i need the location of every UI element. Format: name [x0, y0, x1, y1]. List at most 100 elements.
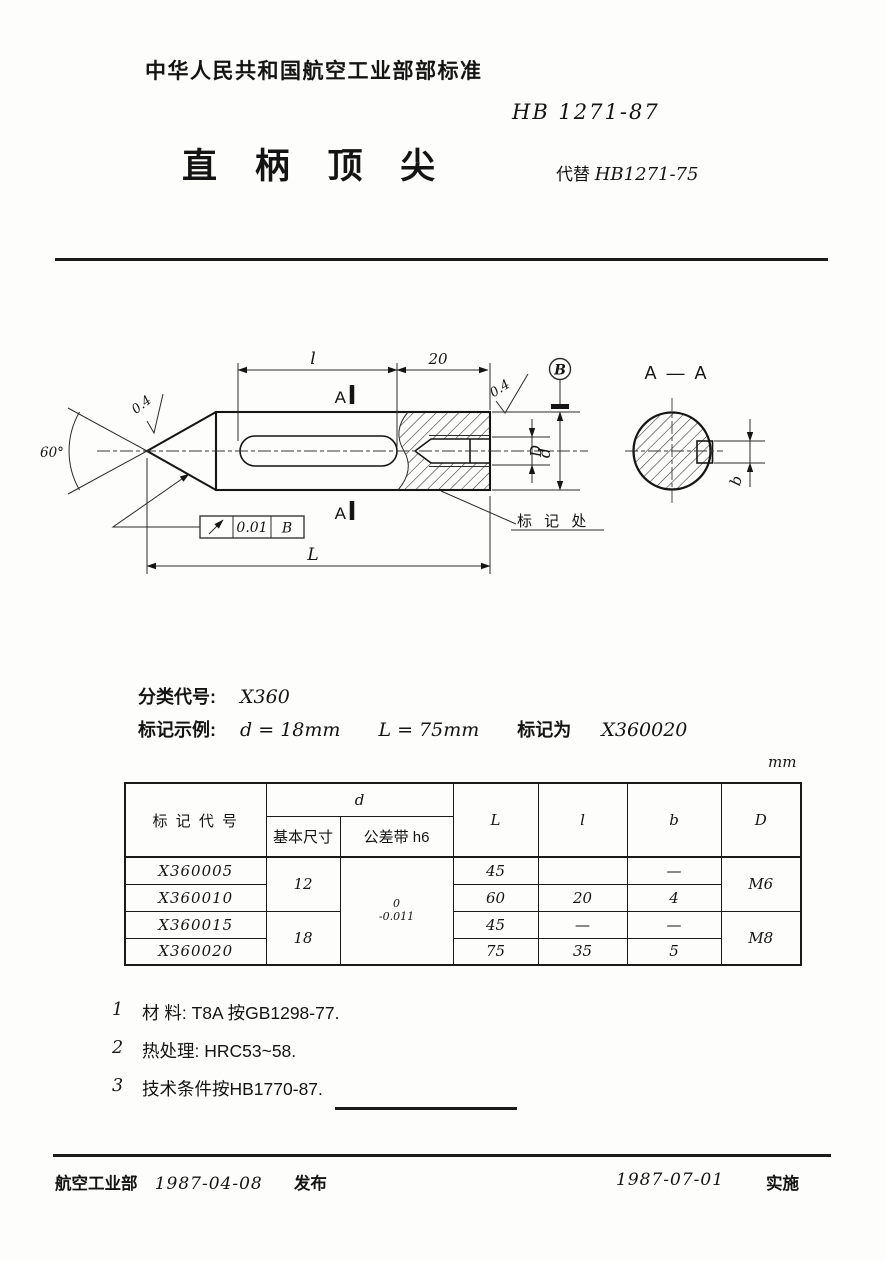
note-text: 技术条件按HB1770-87. [142, 1079, 323, 1099]
notes-list: 1 材 料: T8A 按GB1298-77. 2 热处理: HRC53~58. … [112, 1000, 339, 1114]
runout-datum: B [281, 521, 292, 537]
col-header-b: b [626, 782, 722, 858]
col-header-d-tolerance: 公差带 h6 [339, 815, 454, 858]
example-mark-label: 标记为 [517, 720, 572, 740]
note-item-2: 2 热处理: HRC53~58. [112, 1038, 339, 1063]
roughness-face-value: 0.4 [487, 377, 513, 401]
section-cut-letter-bottom: A [335, 504, 347, 523]
standard-number: HB 1271-87 [512, 100, 660, 124]
replaces-number: HB1271-75 [594, 164, 699, 185]
example-label: 标记示例: [138, 720, 216, 740]
cell-b-4: 5 [626, 937, 722, 966]
flat-notch [696, 440, 714, 464]
example-code: X360020 [601, 719, 688, 741]
note-number: 1 [112, 1000, 124, 1020]
cell-l-1 [537, 856, 628, 885]
page-title: 直 柄 顶 尖 [182, 147, 450, 186]
footer-issue-info: 航空工业部 1987-04-08 发布 [55, 1170, 327, 1194]
dim-20-label: 20 [427, 350, 448, 368]
tolerance-leader [111, 473, 200, 528]
cell-L-2: 60 [452, 883, 539, 912]
col-header-d-basic: 基本尺寸 [265, 815, 341, 858]
note-text: 材 料: T8A 按GB1298-77. [142, 1003, 340, 1023]
angle-construction-upper [67, 407, 148, 452]
cell-b-2: 4 [626, 883, 722, 912]
cell-L-1: 45 [452, 856, 539, 885]
note-number: 2 [112, 1038, 124, 1058]
runout-value: 0.01 [236, 520, 267, 536]
table-row: X360005 12 0 -0.011 45 — M6 [124, 856, 802, 966]
angle-value-label: 60° [40, 445, 64, 461]
cell-code-2: X360010 [124, 883, 267, 912]
notes-divider [335, 1107, 517, 1110]
marking-leader [440, 490, 517, 525]
roughness-tip-value: 0.4 [129, 393, 155, 418]
runout-symbol-icon [208, 519, 224, 535]
table-row: X360020 75 35 5 [124, 937, 801, 966]
footer-issue-label: 发布 [293, 1175, 327, 1193]
cell-b-1: — [626, 856, 722, 885]
roughness-symbol-face [495, 373, 529, 414]
col-header-code: 标 记 代 号 [124, 782, 267, 858]
cell-l-4: 35 [537, 937, 628, 966]
cell-L-3: 45 [452, 910, 539, 939]
datum-target-bar [551, 404, 569, 409]
dim-b-label: b [726, 474, 746, 488]
dim-D-label: D [527, 445, 545, 458]
cell-code-1: X360005 [124, 856, 267, 885]
dim-L-label: L [306, 545, 318, 565]
cell-b-3: — [626, 910, 722, 939]
dim-slot-label: l [310, 349, 315, 369]
note-text: 热处理: HRC53~58. [142, 1041, 297, 1061]
angle-construction-lower [67, 450, 148, 495]
cell-l-3: — [537, 910, 628, 939]
dim-d-label: d [535, 448, 554, 458]
example-L-value: L = 75mm [378, 719, 480, 741]
cell-l-2: 20 [537, 883, 628, 912]
note-item-1: 1 材 料: T8A 按GB1298-77. [112, 1000, 339, 1025]
table-unit-label: mm [768, 753, 797, 771]
marking-label: 标 记 处 [517, 513, 590, 530]
cone-edge-upper [145, 410, 218, 453]
table-row: X360010 60 20 4 [124, 883, 801, 912]
col-header-d: d [265, 782, 454, 817]
footer-issue-date: 1987-04-08 [154, 1174, 263, 1194]
cell-d-group-1: 12 [265, 856, 341, 912]
col-header-L: L [452, 782, 539, 858]
cell-D-group-2: M8 [720, 910, 802, 966]
footer-agency: 航空工业部 [55, 1175, 138, 1193]
header-divider [55, 258, 828, 261]
table-row: X360015 18 45 — — M8 [124, 910, 802, 966]
section-cut-letter-top: A [335, 388, 347, 407]
cell-d-group-2: 18 [265, 910, 341, 966]
replaces-note: 代替 HB1271-75 [556, 160, 698, 185]
footer-impl-label: 实施 [766, 1175, 799, 1193]
center-cone-fill [147, 412, 216, 490]
classification-label: 分类代号: [138, 687, 216, 707]
technical-drawing: 60° 0.4 l 20 A A 0.4 B d D 0.01 B [40, 349, 765, 574]
cell-L-4: 75 [452, 937, 539, 966]
note-number: 3 [112, 1076, 124, 1096]
cell-code-4: X360020 [124, 937, 267, 966]
cell-D-group-1: M6 [720, 856, 802, 912]
angle-arc [68, 411, 80, 491]
tolerance-upper: 0 [393, 897, 400, 911]
classification-line: 分类代号: X360 [138, 683, 290, 709]
section-view-title: A — A [644, 363, 709, 383]
col-header-D: D [720, 782, 802, 858]
footer-divider [53, 1154, 831, 1157]
replaces-prefix: 代替 [556, 165, 590, 184]
roughness-symbol-tip [146, 393, 164, 435]
cell-tolerance: 0 -0.011 [339, 856, 454, 966]
dimension-table: 标 记 代 号 d L l b D 基本尺寸 公差带 h6 X360005 12… [124, 782, 803, 966]
footer-impl-date: 1987-07-01 [616, 1170, 725, 1190]
marking-example-line: 标记示例: d = 18mm L = 75mm 标记为 X360020 [138, 716, 687, 742]
example-d-value: d = 18mm [240, 719, 341, 741]
col-header-l: l [537, 782, 628, 858]
standard-org-line: 中华人民共和国航空工业部部标准 [145, 60, 483, 83]
classification-code: X360 [240, 686, 290, 708]
tolerance-lower: -0.011 [378, 910, 415, 923]
cell-code-3: X360015 [124, 910, 267, 939]
note-item-3: 3 技术条件按HB1770-87. [112, 1076, 339, 1101]
